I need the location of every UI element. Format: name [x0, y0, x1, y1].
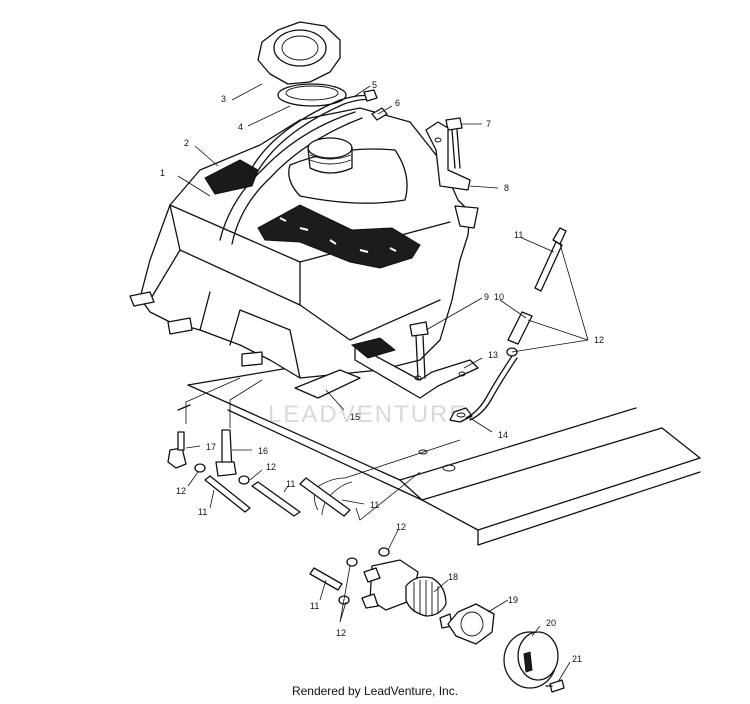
callout-11-a: 11: [514, 230, 523, 240]
callout-10: 10: [494, 292, 504, 302]
callout-20: 20: [546, 618, 556, 628]
credit-text: Rendered by LeadVenture, Inc.: [291, 684, 459, 698]
callout-leaders: [177, 83, 589, 683]
tank-pad: [294, 369, 361, 399]
lower-hoses: [204, 475, 351, 591]
callout-2: 2: [184, 138, 189, 148]
callout-12-e: 12: [336, 628, 346, 638]
callout-14: 14: [498, 430, 508, 440]
frame-plate: [177, 366, 701, 546]
callout-12-c: 12: [266, 462, 276, 472]
valve-nut: [447, 603, 495, 645]
callout-7: 7: [486, 119, 491, 129]
callout-12-d: 12: [396, 522, 406, 532]
callout-8: 8: [504, 183, 509, 193]
strap-nut: [449, 407, 473, 423]
callout-12-b: 12: [176, 486, 186, 496]
bracket-bolt: [425, 117, 471, 191]
callout-11-b: 11: [198, 507, 207, 517]
callout-6: 6: [395, 98, 400, 108]
callout-11-d: 11: [370, 500, 379, 510]
fuel-line-filter: [465, 227, 567, 421]
callout-4: 4: [238, 122, 243, 132]
callout-12-a: 12: [594, 335, 604, 345]
fuel-valve: [338, 547, 453, 629]
watermark-text: LEADVENTURE: [268, 401, 467, 428]
vent-hose: [247, 89, 388, 179]
valve-knob: [503, 631, 565, 693]
gas-cap: [257, 21, 341, 85]
callout-1: 1: [160, 168, 165, 178]
callout-16: 16: [258, 446, 268, 456]
callout-17: 17: [206, 442, 216, 452]
callout-19: 19: [508, 595, 518, 605]
tank-strap: [350, 321, 479, 399]
callout-21: 21: [572, 654, 582, 664]
callout-13: 13: [488, 350, 498, 360]
fittings: [167, 429, 250, 485]
callout-3: 3: [221, 94, 226, 104]
cap-gasket: [277, 83, 347, 107]
callout-9: 9: [484, 292, 489, 302]
callout-11-c: 11: [286, 479, 295, 489]
callout-labels: 1 2 3 4 5 6 7 8 9 10 11 11 11 11 11 12 1…: [160, 80, 604, 664]
tank-decal: [204, 159, 421, 269]
callout-18: 18: [448, 572, 458, 582]
callout-5: 5: [372, 80, 377, 90]
callout-11-e: 11: [310, 601, 319, 611]
callout-15: 15: [350, 412, 360, 422]
